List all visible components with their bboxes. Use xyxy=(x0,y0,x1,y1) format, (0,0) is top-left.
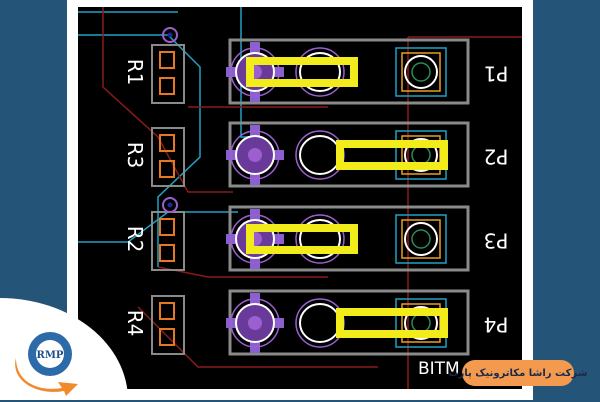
pad-icon xyxy=(299,135,341,175)
component-row: R3 P2 xyxy=(123,121,509,188)
pad-ring xyxy=(295,214,345,264)
arrow-icon xyxy=(15,358,78,396)
company-logo: RMP xyxy=(8,320,92,398)
component-row: R1 P1 xyxy=(123,38,509,105)
resistor-footprint xyxy=(151,127,185,187)
resistor-pad xyxy=(159,328,175,346)
resistor-footprint xyxy=(151,295,185,355)
pad-center xyxy=(248,148,262,162)
resistor-pad xyxy=(159,244,175,262)
resistor-pad xyxy=(159,218,175,236)
square-pad xyxy=(395,214,447,264)
jumper-wire xyxy=(336,140,448,170)
pad-center xyxy=(411,145,431,165)
pad-icon xyxy=(404,55,438,89)
trace xyxy=(78,34,201,267)
company-name-badge: شرکت راشا مکاترونیک پارت xyxy=(448,360,588,386)
connector-label: P1 xyxy=(484,62,509,86)
resistor-label: R2 xyxy=(123,226,147,253)
pad-center xyxy=(411,313,431,333)
component-row: R4 P4 xyxy=(123,289,509,356)
silkscreen-bitm: BITM xyxy=(418,359,460,379)
logo-text: RMP xyxy=(37,350,64,361)
pad-icon xyxy=(404,222,438,256)
jumper-wire xyxy=(246,224,358,254)
via-icon xyxy=(162,197,178,213)
resistor-label: R3 xyxy=(123,142,147,169)
resistor-pad xyxy=(159,77,175,95)
connector-label: P3 xyxy=(484,229,509,253)
trace xyxy=(78,211,238,243)
resistor-pad xyxy=(159,134,175,152)
via-icon xyxy=(167,202,173,208)
connector-label: P2 xyxy=(484,145,509,169)
connector-label: P4 xyxy=(484,313,509,337)
square-pad-inner xyxy=(401,219,441,259)
resistor-pad xyxy=(159,302,175,320)
pad-ring xyxy=(295,47,345,97)
resistor-label: R1 xyxy=(123,59,147,86)
trace xyxy=(137,306,378,368)
pad-ring xyxy=(230,214,280,264)
trace xyxy=(102,7,233,193)
via-icon xyxy=(167,32,173,38)
pad-ring xyxy=(230,298,280,348)
square-pad xyxy=(395,47,447,97)
pad-ring xyxy=(230,47,280,97)
resistor-label: R4 xyxy=(123,310,147,337)
resistor-pad xyxy=(159,160,175,178)
pad-icon xyxy=(404,306,438,340)
jumper-wire xyxy=(246,57,358,87)
pad-icon xyxy=(299,303,341,343)
resistor-footprint xyxy=(151,44,185,104)
pad-center xyxy=(248,316,262,330)
resistor-pad xyxy=(159,51,175,69)
jumper-wire xyxy=(336,308,448,338)
pad-ring xyxy=(230,130,280,180)
pad-center xyxy=(411,62,431,82)
pad-icon xyxy=(404,138,438,172)
via-icon xyxy=(162,27,178,43)
pad-center xyxy=(411,229,431,249)
square-pad-inner xyxy=(401,52,441,92)
component-row: R2 P3 xyxy=(123,205,509,272)
